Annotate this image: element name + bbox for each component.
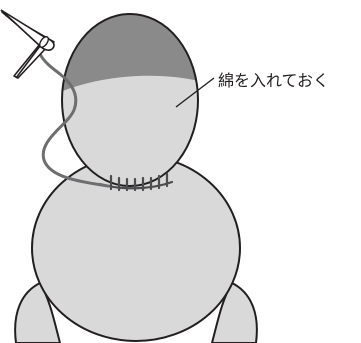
doll-right-foot <box>210 281 258 343</box>
annotation-leader-line <box>175 77 215 108</box>
needle-eye <box>38 36 50 48</box>
needle-tip <box>15 45 41 79</box>
doll-left-foot <box>14 281 62 343</box>
annotation-label: 綿を入れておく <box>218 71 329 90</box>
needle-icon <box>0 9 55 79</box>
doll-lower-body <box>14 154 258 343</box>
thread-icon <box>38 52 110 188</box>
doll-head-outline <box>61 13 199 187</box>
